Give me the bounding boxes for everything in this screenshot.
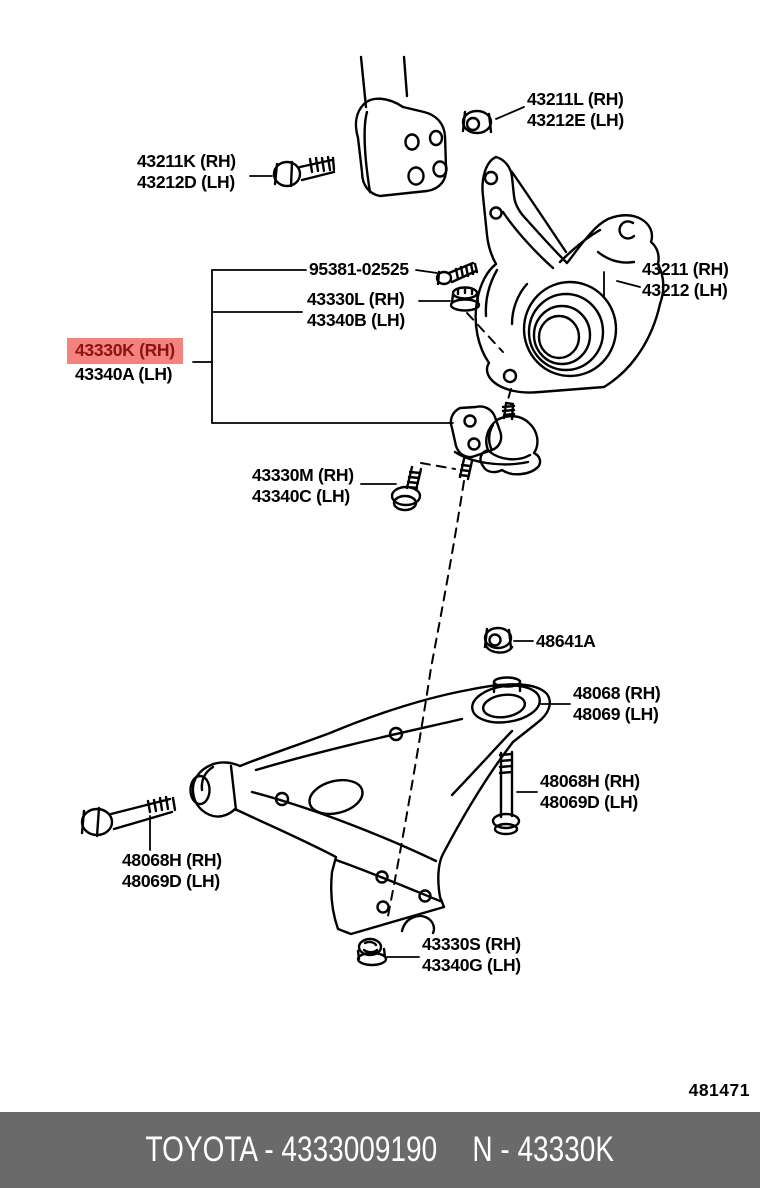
nut-48641a-drawing: [483, 626, 514, 654]
part-label-43330s: 43330S (RH) 43340G (LH): [422, 934, 521, 976]
part-number-line: 43212 (LH): [642, 280, 728, 300]
nut-43330s-drawing: [356, 937, 388, 967]
part-number-line: 43340B (LH): [307, 310, 405, 330]
footer-n-code: N - 43330K: [472, 1130, 615, 1169]
part-number-line: 43212D (LH): [137, 172, 235, 192]
part-label-43330l: 43330L (RH) 43340B (LH): [307, 289, 405, 331]
part-label-48068h-left: 48068H (RH) 48069D (LH): [122, 850, 222, 892]
part-number-line: 95381-02525: [309, 259, 409, 279]
part-label-43330m: 43330M (RH) 43340C (LH): [252, 465, 354, 507]
part-label-43211k: 43211K (RH) 43212D (LH): [137, 151, 236, 193]
part-label-48068h-right: 48068H (RH) 48069D (LH): [540, 771, 640, 813]
part-label-43330k-selected: 43330K (RH) 43340A (LH): [67, 338, 183, 385]
knuckle-drawing: [474, 155, 665, 394]
footer-bar: TOYOTA - 4333009190 N - 43330K: [0, 1112, 760, 1188]
part-number-line: 43340G (LH): [422, 955, 521, 975]
part-number-line: 48068 (RH): [573, 683, 661, 703]
part-number-line: 48069D (LH): [122, 871, 220, 891]
assembly-dashed-lines: [387, 312, 512, 917]
part-label-43211: 43211 (RH) 43212 (LH): [642, 259, 729, 301]
part-label-43211l: 43211L (RH) 43212E (LH): [527, 89, 624, 131]
part-number-line: 43212E (LH): [527, 110, 624, 130]
bolt-43330m-drawing: [390, 465, 423, 512]
part-number-line: 43211 (RH): [642, 259, 729, 279]
part-number-line: 48641A: [536, 631, 596, 651]
part-label-48068: 48068 (RH) 48069 (LH): [573, 683, 661, 725]
nut-43330l-drawing: [449, 286, 481, 312]
part-number-line: 43330L (RH): [307, 289, 405, 309]
part-number-line: 43340A (LH): [75, 364, 173, 384]
part-number-line: 48068H (RH): [540, 771, 640, 791]
footer-part-code: TOYOTA - 4333009190: [145, 1130, 438, 1169]
part-number-line: 48069 (LH): [573, 704, 659, 724]
part-number-line: 43211L (RH): [527, 89, 624, 109]
part-number-line: 43330S (RH): [422, 934, 521, 954]
lower-arm-drawing: [189, 676, 551, 936]
nut-43211l-drawing: [461, 109, 493, 135]
figure-ref-number: 481471: [688, 1080, 750, 1100]
part-number-line: 48069D (LH): [540, 792, 638, 812]
strut-drawing: [354, 55, 448, 198]
bolt-48068h-left-drawing: [80, 795, 177, 838]
label-leader-lines: [149, 106, 641, 958]
bolt-48068h-right-drawing: [491, 750, 521, 836]
part-number-line: 43330M (RH): [252, 465, 354, 485]
highlighted-part-number: 43330K (RH): [67, 338, 183, 364]
part-number-line: 43211K (RH): [137, 151, 236, 171]
part-number-line: 43340C (LH): [252, 486, 350, 506]
part-number-line: 48068H (RH): [122, 850, 222, 870]
part-label-95381: 95381-02525: [309, 259, 409, 280]
bolt-43211k-drawing: [272, 155, 336, 188]
ball-joint-drawing: [449, 401, 542, 481]
bolt-95381-drawing: [435, 261, 479, 286]
part-label-48641a: 48641A: [536, 631, 596, 652]
